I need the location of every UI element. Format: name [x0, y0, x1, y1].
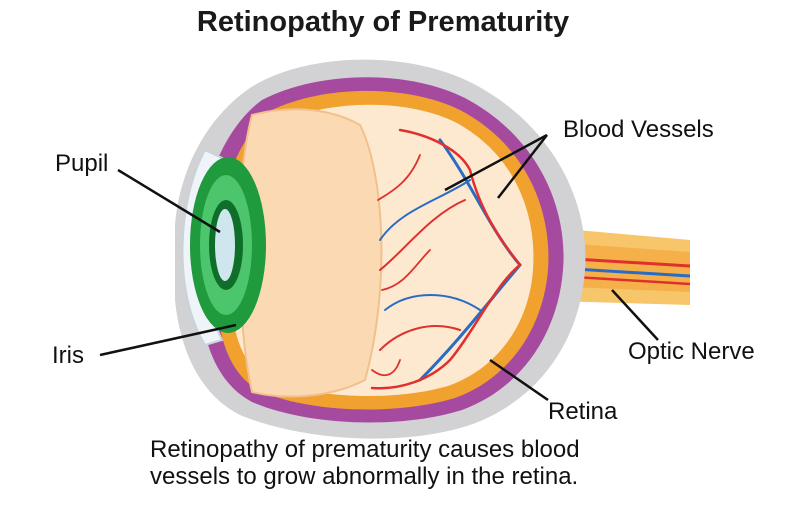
pupil-label: Pupil — [55, 150, 109, 177]
caption-line-2: vessels to grow abnormally in the retina… — [150, 463, 579, 490]
retina-label: Retina — [548, 398, 618, 425]
caption-line-1: Retinopathy of prematurity causes blood — [150, 436, 580, 463]
iris-label: Iris — [52, 342, 84, 369]
pupil-shape — [215, 209, 235, 281]
blood-vessels-network — [370, 128, 522, 390]
blood-vessels-label: Blood Vessels — [563, 116, 714, 143]
caption: Retinopathy of prematurity causes blood … — [150, 436, 670, 490]
pointer-lines — [99, 133, 659, 402]
optic-nerve-label: Optic Nerve — [628, 338, 755, 365]
diagram-title: Retinopathy of Prematurity — [196, 6, 570, 38]
